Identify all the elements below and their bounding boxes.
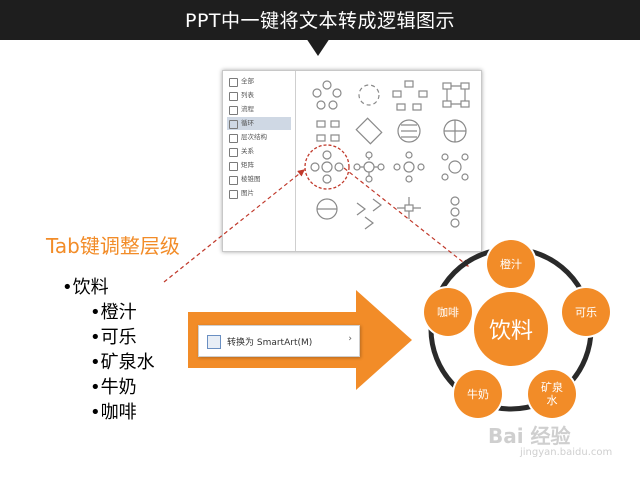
layout-thumb-cycle-matrix[interactable] — [355, 117, 383, 145]
category-all[interactable]: 全部 — [227, 75, 291, 88]
layout-thumb-radial-list[interactable] — [393, 151, 425, 183]
bullet-level1: •饮料 — [62, 277, 109, 298]
layout-thumb-hub[interactable] — [397, 197, 421, 219]
category-list-item[interactable]: 列表 — [227, 89, 291, 102]
layout-thumb-radial-diamond[interactable] — [310, 150, 344, 184]
diagram-center-node: 饮料 — [474, 292, 548, 366]
layout-thumb-block-cycle[interactable] — [392, 80, 428, 111]
layout-thumb-basic-cycle[interactable] — [312, 80, 342, 110]
layout-thumb-text-cycle[interactable] — [358, 84, 380, 106]
diagram-node: 牛奶 — [454, 370, 502, 418]
bullet-level2-item: •咖啡 — [90, 402, 137, 423]
smartart-gallery: 全部 列表 流程 循环 层次结构 关系 矩阵 棱锥图 图片 — [222, 70, 482, 252]
category-matrix[interactable]: 矩阵 — [227, 159, 291, 172]
convert-to-smartart-menu-item[interactable]: 转换为 SmartArt(M) › — [198, 325, 360, 357]
bullet-list: •饮料 •橙汁 •可乐 •矿泉水 •牛奶 •咖啡 — [62, 275, 155, 425]
layout-thumb-multidirectional[interactable] — [441, 153, 469, 181]
page-title: PPT中一键将文本转成逻辑图示 — [184, 10, 456, 32]
matrix-icon — [229, 162, 238, 171]
layout-thumb-radial-cluster[interactable] — [353, 151, 385, 183]
layout-thumb-segmented-cycle[interactable] — [316, 120, 340, 142]
category-cycle[interactable]: 循环 — [227, 117, 291, 130]
category-picture[interactable]: 图片 — [227, 187, 291, 200]
diagram-node: 可乐 — [562, 288, 610, 336]
layout-thumbnail-grid — [304, 80, 470, 230]
arrow-layout-to-diagram — [343, 167, 469, 267]
process-icon — [229, 106, 238, 115]
tab-indent-note: Tab键调整层级 — [46, 234, 180, 258]
list-icon — [229, 92, 238, 101]
category-pyramid[interactable]: 棱锥图 — [227, 173, 291, 186]
category-list: 全部 列表 流程 循环 层次结构 关系 矩阵 棱锥图 图片 — [223, 71, 296, 251]
bullet-level2-item: •矿泉水 — [90, 352, 155, 373]
category-hierarchy[interactable]: 层次结构 — [227, 131, 291, 144]
banner-pointer — [306, 38, 330, 56]
smartart-icon — [207, 335, 221, 349]
layout-thumb-nondirectional[interactable] — [316, 198, 338, 220]
bullet-level2-item: •牛奶 — [90, 377, 137, 398]
bullet-level2-item: •橙汁 — [90, 302, 137, 323]
watermark-logo: Bai 经验 — [488, 424, 571, 448]
layout-thumb-spiral[interactable] — [450, 196, 460, 228]
watermark-url: jingyan.baidu.com — [520, 447, 613, 458]
pyramid-icon — [229, 176, 238, 185]
layout-thumb-radial-cycle[interactable] — [443, 119, 467, 143]
layout-thumb-diverging[interactable] — [356, 198, 382, 230]
hierarchy-icon — [229, 134, 238, 143]
arrow-text-to-layout — [163, 169, 305, 283]
layout-thumb-continuous-cycle[interactable] — [442, 82, 470, 108]
chevron-right-icon: › — [348, 334, 352, 344]
menu-label: 转换为 SmartArt(M) — [227, 338, 313, 348]
layout-thumb-gear[interactable] — [397, 119, 421, 143]
picture-icon — [229, 190, 238, 199]
cycle-icon — [229, 120, 238, 129]
relationship-icon — [229, 148, 238, 157]
category-process[interactable]: 流程 — [227, 103, 291, 116]
bullet-level2-item: •可乐 — [90, 327, 137, 348]
selected-layout-highlight — [304, 144, 350, 190]
category-relationship[interactable]: 关系 — [227, 145, 291, 158]
header-banner — [0, 0, 640, 40]
diagram-node: 橙汁 — [487, 240, 535, 288]
diagram-node: 矿泉 水 — [528, 370, 576, 418]
all-icon — [229, 78, 238, 87]
diagram-node: 咖啡 — [424, 288, 472, 336]
